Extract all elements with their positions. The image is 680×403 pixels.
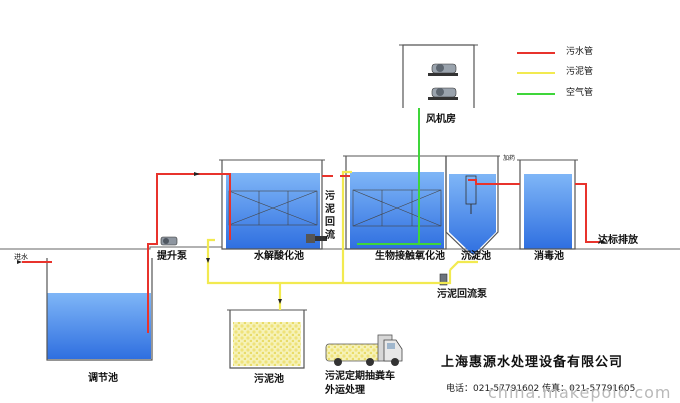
mixer-device — [306, 234, 327, 243]
legend-air-label: 空气管 — [566, 88, 594, 98]
discharge-label: 达标排放 — [598, 235, 638, 246]
disinfection-tank-label: 消毒池 — [534, 251, 564, 262]
sludge-pipes — [206, 170, 478, 310]
hydrolysis-tank-label: 水解酸化池 — [254, 251, 304, 262]
sludge-tank-label: 污泥池 — [254, 374, 284, 385]
blower-room-label: 风机房 — [426, 114, 456, 125]
sludge-return-pump-label: 污泥回流泵 — [437, 289, 487, 300]
contact-oxidation-tank-label: 生物接触氧化池 — [375, 251, 445, 262]
lift-pump-label: 提升泵 — [157, 251, 187, 262]
sludge-truck-label-line2: 外运处理 — [325, 385, 365, 396]
settling-tank — [445, 156, 499, 259]
legend-sludge-label: 污泥管 — [566, 67, 594, 77]
company-name: 上海惠源水处理设备有限公司 — [441, 355, 624, 370]
legend-sewage-label: 污水管 — [566, 47, 594, 57]
blower-2 — [428, 87, 458, 100]
air-pipes — [357, 108, 441, 245]
ground-line — [0, 246, 680, 250]
equalization-tank — [46, 258, 153, 361]
sludge-return-pump-device — [439, 273, 448, 286]
settling-tank-label: 沉淀池 — [461, 251, 491, 262]
disinfection-tank — [517, 159, 578, 250]
equalization-tank-label: 调节池 — [88, 373, 118, 384]
sewage-pipes — [22, 173, 600, 333]
sludge-truck-label-line1: 污泥定期抽粪车 — [325, 371, 395, 382]
sludge-return-flow-label: 污泥回流 — [325, 191, 335, 241]
blower-1 — [428, 63, 458, 76]
inlet-label: 进水 — [14, 253, 28, 261]
watermark: china.makepolo.com — [488, 383, 672, 402]
sludge-tank — [227, 309, 307, 369]
company-contact: 电话：021-57791602 传真：021-57791605 — [446, 384, 636, 394]
lift-pump-device — [160, 236, 178, 246]
flow-arrows — [17, 172, 606, 304]
blower-room — [399, 44, 478, 108]
contact-oxidation-tank — [343, 155, 500, 250]
dosing-label: 加药 — [503, 155, 516, 162]
legend-lines — [517, 52, 555, 95]
sludge-truck — [325, 334, 403, 366]
